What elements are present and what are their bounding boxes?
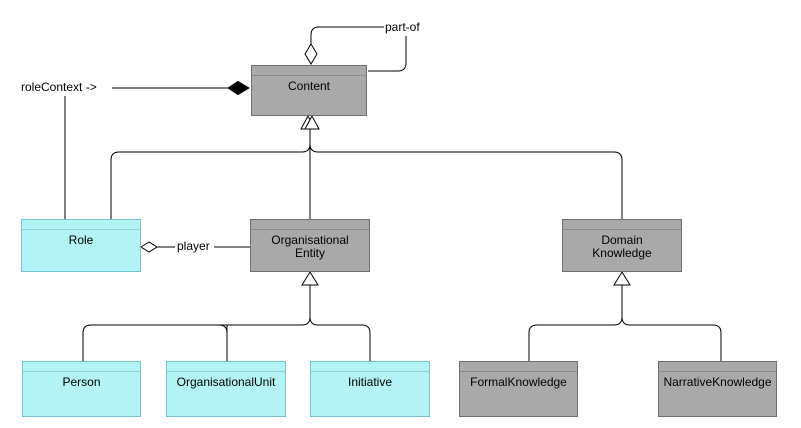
edge-label-player: player: [177, 239, 210, 253]
class-node-person[interactable]: Person: [22, 361, 141, 417]
edge-generalization-branch-top: [110, 143, 623, 219]
class-node-role[interactable]: Role: [21, 219, 141, 272]
class-name-label: Person: [62, 375, 101, 389]
aggregation-diamond-icon: [140, 241, 158, 253]
class-name-label: FormalKnowledge: [470, 375, 567, 389]
class-node-narrative-knowledge[interactable]: NarrativeKnowledge: [658, 361, 777, 417]
class-node-formal-knowledge[interactable]: FormalKnowledge: [459, 361, 578, 417]
edge-orgunit-drop: [218, 324, 228, 362]
class-name-label: OrganisationalUnit: [176, 375, 276, 389]
class-compartment-divider: [311, 362, 429, 372]
composition-diamond-icon: [227, 80, 250, 96]
class-node-content[interactable]: Content: [251, 65, 367, 116]
class-compartment-divider: [167, 362, 285, 372]
class-compartment-divider: [563, 220, 681, 230]
class-compartment-divider: [251, 220, 369, 230]
edge-label-rolecontext: roleContext ->: [21, 80, 97, 94]
class-node-initiative[interactable]: Initiative: [310, 361, 430, 417]
class-name-label: Initiative: [347, 375, 393, 389]
class-compartment-divider: [659, 362, 776, 372]
class-compartment-divider: [23, 362, 140, 372]
class-name-label: NarrativeKnowledge: [663, 375, 772, 389]
edge-label-partof: part-of: [385, 20, 420, 34]
edge-partof-top: [310, 26, 384, 44]
aggregation-diamond-icon: [304, 43, 318, 65]
generalization-triangle-icon: [304, 114, 320, 130]
class-compartment-divider: [252, 66, 366, 76]
class-compartment-divider: [460, 362, 577, 372]
generalization-triangle-icon: [301, 271, 319, 286]
class-node-organisational-unit[interactable]: OrganisationalUnit: [166, 361, 286, 417]
class-name-label: Role: [68, 233, 94, 247]
edge-partof-right: [368, 36, 407, 72]
edge-knowledge-branch: [528, 316, 722, 362]
class-name-label: Content: [287, 79, 331, 93]
edge-orgentity-branch: [82, 316, 371, 362]
class-compartment-divider: [22, 220, 140, 230]
generalization-triangle-icon: [613, 271, 631, 286]
